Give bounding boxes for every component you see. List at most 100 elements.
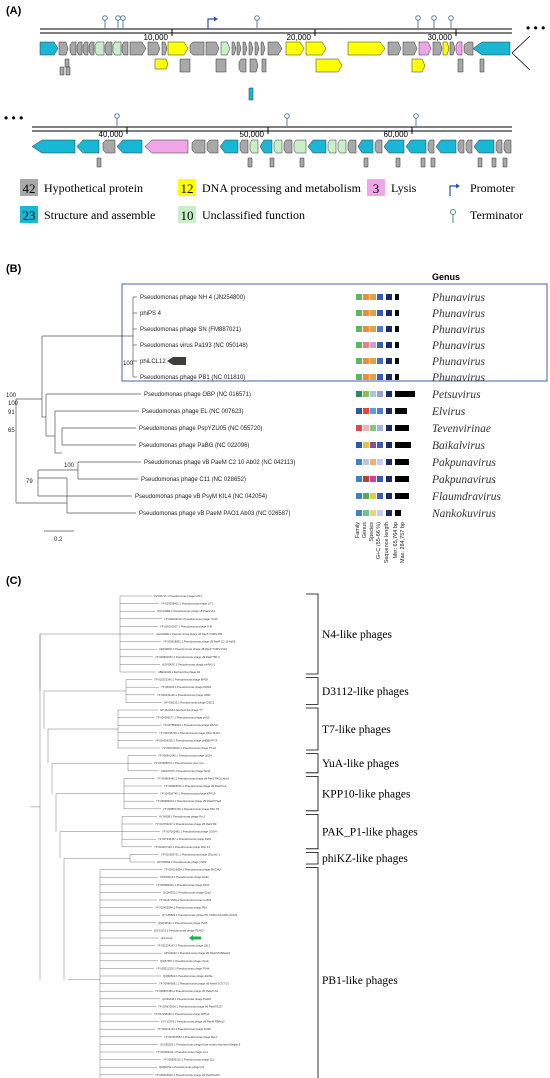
- gene-arrow: [65, 66, 71, 76]
- gene-arrow: [374, 139, 383, 154]
- heatmap-cell: [356, 442, 362, 448]
- leaf-label: YP 001595874.1 Pseudomonas virus Yua: [154, 761, 204, 765]
- gene-arrow: [457, 139, 465, 154]
- gene-arrow: [307, 139, 327, 154]
- group-label: T7-like phages: [322, 724, 391, 736]
- gene-arrow: [64, 58, 70, 68]
- group-bracket: [306, 593, 319, 675]
- sequence-length-bar: [395, 374, 399, 380]
- heatmap-cell: [386, 425, 392, 431]
- genome-tick-50000: 50,000: [240, 127, 269, 139]
- terminator-icon: [115, 15, 121, 29]
- gene-arrow: [363, 157, 369, 168]
- gene-arrow: [435, 139, 457, 154]
- leaf-label: UVY13278.1 Pseudomonas phage vB PaeM PBP…: [161, 1020, 225, 1024]
- terminator-icon: [284, 113, 290, 127]
- heatmap-cell: [356, 310, 362, 316]
- gene-arrow: [285, 41, 305, 56]
- gene-arrow: [76, 139, 100, 154]
- legend-label: Lysis: [391, 181, 417, 195]
- genus-label: Nankokuvirus: [431, 508, 496, 520]
- heatmap-cell: [386, 510, 392, 516]
- gene-arrow: [273, 139, 283, 154]
- gene-arrow: [455, 41, 463, 56]
- genus-label: Phunavirus: [431, 308, 486, 320]
- taxon-label: Pseudomonas virus Pa193 (NC 050148): [140, 343, 248, 349]
- genome-tick-label: 30,000: [428, 33, 453, 42]
- leaf-label: YP 009842861.1 Pseudomonas phage vB PaeM…: [159, 982, 229, 986]
- taxon-label: phiLCL12: [140, 359, 166, 365]
- gene-arrow: [267, 41, 283, 56]
- heatmap-cell: [386, 374, 392, 380]
- group-label: YuA-like phages: [322, 758, 399, 770]
- group-bracket: [306, 814, 319, 850]
- heatmap-cell: [370, 358, 376, 364]
- gene-arrow: [418, 41, 432, 56]
- terminator-icon: [415, 15, 421, 29]
- panel-label-a: (A): [6, 5, 22, 17]
- heatmap-cell: [386, 459, 392, 465]
- column-label: Genus: [362, 522, 368, 538]
- bootstrap-value: 100: [8, 401, 19, 407]
- heatmap-cell: [370, 442, 376, 448]
- heatmap-cell: [356, 342, 362, 348]
- gene-arrow: [104, 41, 113, 56]
- sequence-length-bar: [395, 442, 411, 448]
- heatmap-cell: [370, 326, 376, 332]
- gene-arrow: [261, 58, 267, 73]
- legend-terminator: Terminator: [450, 208, 523, 223]
- gene-arrow: [305, 41, 327, 56]
- gene-arrow: [465, 139, 473, 154]
- genus-label: Flaumdravirus: [431, 491, 502, 503]
- heatmap-cell: [356, 476, 362, 482]
- gene-arrow: [121, 41, 129, 56]
- promoter-icon: [207, 16, 218, 29]
- leaf-label: YP 004306745.1 Pseudomonas phage KPP10: [160, 792, 216, 796]
- highlight-arrow-icon: [189, 935, 201, 941]
- leaf-label: UXO82525.1 Pseudomonas phage Kara-mokiny…: [160, 1042, 241, 1046]
- heatmap-cell: [386, 310, 392, 316]
- taxon-label: Pseudomonas phage PB1 (NC 011810): [140, 375, 245, 381]
- sequence-length-bar: [395, 358, 399, 364]
- heatmap-cell: [386, 342, 392, 348]
- gene-arrow: [405, 139, 427, 154]
- gene-arrow: [293, 139, 307, 154]
- gene-arrow: [116, 139, 143, 154]
- genome-tick-label: 50,000: [240, 130, 265, 139]
- genome-tick-10000: 10,000: [144, 29, 173, 42]
- legend-count: 23: [23, 208, 36, 223]
- gene-arrow: [449, 41, 456, 56]
- gene-arrows-row-1-lower: [59, 58, 485, 101]
- gene-arrow: [94, 41, 105, 56]
- genome-tick-40000: 40,000: [99, 127, 128, 139]
- heatmap-cell: [356, 493, 362, 499]
- taxon-label: Pseudomonas phage SN (FM887021): [140, 327, 241, 333]
- gene-arrow: [96, 157, 102, 168]
- gene-arrow: [242, 41, 248, 56]
- heatmap-cell: [363, 459, 369, 465]
- heatmap-cell: [386, 442, 392, 448]
- gene-arrow: [239, 139, 249, 154]
- group-label: D3112-like phages: [322, 686, 409, 698]
- gene-arrow: [129, 41, 147, 56]
- heatmap-cell: [370, 294, 376, 300]
- genus-label: Baikalvirus: [432, 440, 486, 452]
- terminator-icon: [114, 113, 120, 127]
- leaf-label: YP 002364311.1 Pseudomonas phage 14-1: [156, 1050, 209, 1054]
- gene-arrow: [249, 139, 259, 154]
- leaf-label: UGL60996.1 Pseudomonas phage vB PaeS TUM…: [156, 632, 223, 636]
- gene-arrow: [427, 139, 435, 154]
- gene-arrow: [179, 58, 191, 73]
- leaf-label: YP 001956731.1 Pseudomonas phage 201phi2…: [161, 852, 220, 856]
- heatmap-cell: [386, 358, 392, 364]
- gene-arrow: [248, 87, 254, 101]
- heatmap-cell: [377, 510, 383, 516]
- genus-label: Phunavirus: [431, 372, 486, 384]
- gene-arrow: [383, 139, 405, 154]
- group-bracket: [306, 852, 319, 865]
- leaf-label: YP 950450.1 Pseudomonas phage DMS3: [161, 685, 211, 689]
- gene-arrow: [442, 41, 450, 56]
- group-label: KPP10-like phages: [322, 789, 411, 801]
- legend: 42 Hypothetical protein 12 DNA processin…: [20, 179, 523, 223]
